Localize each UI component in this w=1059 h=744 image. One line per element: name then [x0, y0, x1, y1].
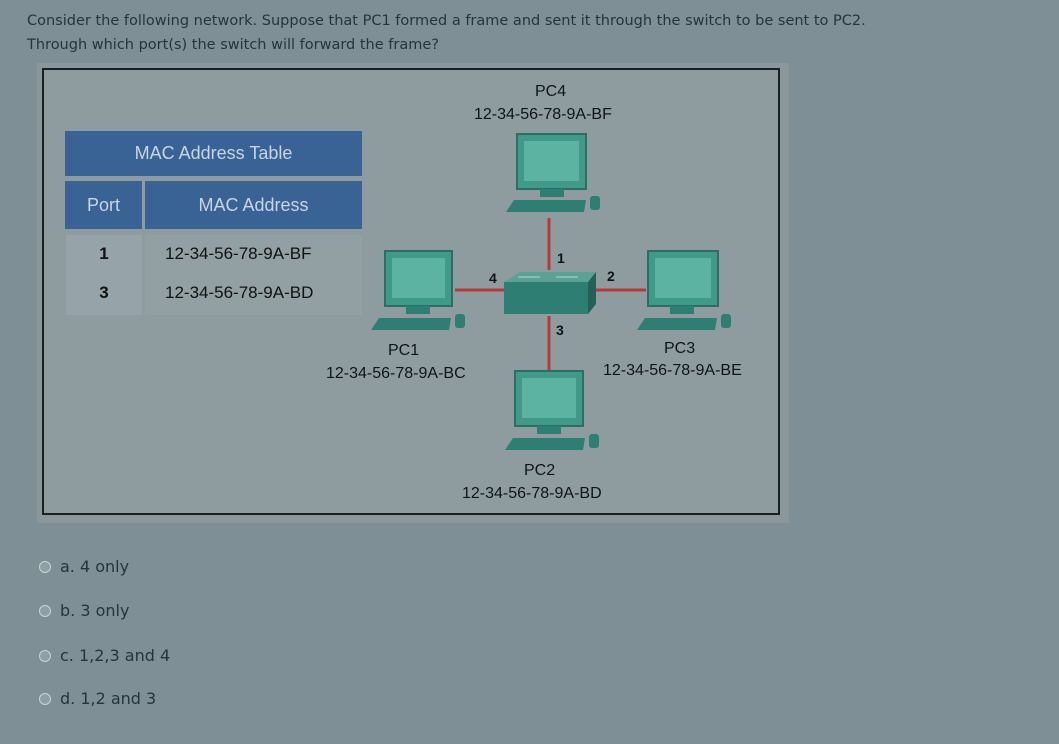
port-4-label: 4	[489, 270, 497, 286]
pc1-name: PC1	[388, 342, 420, 359]
question-line-2: Through which port(s) the switch will fo…	[27, 37, 439, 53]
pc2-name: PC2	[524, 462, 556, 479]
option-d-radio[interactable]	[39, 692, 51, 705]
mac-table-row-1-port: 1	[99, 244, 109, 263]
switch-icon	[504, 272, 596, 314]
mac-table-address-header: MAC Address	[145, 181, 362, 229]
option-c-label: c. 1,2,3 and 4	[60, 646, 171, 665]
mac-table-address-column	[145, 235, 362, 315]
pc4-mac: 12-34-56-78-9A-BF	[474, 106, 612, 123]
port-2-label: 2	[607, 268, 615, 284]
option-a-radio[interactable]	[39, 560, 51, 573]
pc2-mac: 12-34-56-78-9A-BD	[462, 485, 602, 502]
pc4-computer-icon	[506, 133, 600, 212]
pc4-name: PC4	[535, 83, 567, 100]
pc1-mac: 12-34-56-78-9A-BC	[326, 365, 466, 382]
option-a[interactable]: a. 4 only	[39, 557, 129, 576]
option-d[interactable]: d. 1,2 and 3	[39, 689, 156, 708]
mac-table-title: MAC Address Table	[65, 131, 362, 176]
port-3-label: 3	[556, 322, 564, 338]
option-b[interactable]: b. 3 only	[39, 601, 129, 620]
question-line-1: Consider the following network. Suppose …	[27, 13, 866, 29]
option-b-radio[interactable]	[39, 604, 51, 617]
pc3-computer-icon	[637, 250, 731, 330]
option-a-label: a. 4 only	[60, 557, 130, 576]
option-c-radio[interactable]	[39, 649, 51, 662]
pc2-computer-icon	[505, 370, 599, 450]
option-b-label: b. 3 only	[60, 601, 130, 620]
question-text: Consider the following network. Suppose …	[27, 9, 1037, 57]
mac-table-row-2-port: 3	[99, 283, 109, 302]
pc3-mac: 12-34-56-78-9A-BE	[603, 362, 742, 379]
mac-table-port-column	[66, 235, 142, 315]
option-c[interactable]: c. 1,2,3 and 4	[39, 646, 170, 665]
mac-table-port-header: Port	[65, 181, 142, 229]
pc1-computer-icon	[371, 250, 465, 330]
mac-table-row-2-address: 12-34-56-78-9A-BD	[165, 283, 314, 302]
option-d-label: d. 1,2 and 3	[60, 689, 157, 708]
mac-table-row-1-address: 12-34-56-78-9A-BF	[165, 244, 312, 263]
port-1-label: 1	[557, 250, 565, 266]
pc3-name: PC3	[664, 340, 696, 357]
